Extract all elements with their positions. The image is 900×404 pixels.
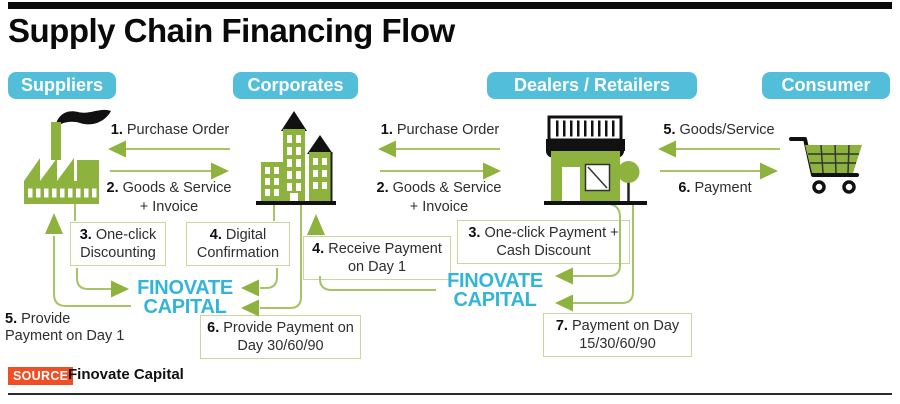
page-title: Supply Chain Financing Flow: [8, 12, 455, 49]
box-one-click-discounting: 3. One-click Discounting: [70, 222, 166, 266]
arrow-goods-service-1: [110, 162, 229, 180]
label-goods-service-2: 2. Goods & Service + Invoice: [376, 180, 502, 215]
label-purchase-order-1: 1. Purchase Order: [110, 122, 230, 138]
box-provide-payment-306090: 6. Provide Payment on Day 30/60/90: [200, 315, 361, 359]
store-icon: [544, 115, 647, 205]
bottom-rule: [8, 393, 892, 395]
box-receive-payment-day1: 4. Receive Payment on Day 1: [303, 236, 451, 280]
source-badge: SOURCE: [8, 367, 74, 385]
top-rule: [8, 2, 892, 9]
badge-corporates: Corporates: [233, 72, 358, 99]
label-goods-service-3: 5. Goods/Service: [663, 122, 775, 138]
box-digital-confirmation: 4. Digital Confirmation: [186, 222, 290, 266]
arrow-payment-3: [660, 162, 778, 180]
badge-dealers-retailers: Dealers / Retailers: [487, 72, 697, 99]
source-text: Finovate Capital: [68, 366, 184, 383]
box-one-click-payment: 3. One-click Payment + Cash Discount: [457, 220, 630, 264]
corporates-buildings-icon: [256, 111, 336, 205]
box-payment-15306090: 7. Payment on Day 15/30/60/90: [543, 313, 692, 357]
arrow-purchase-order-2: [378, 140, 500, 158]
badge-consumer: Consumer: [762, 72, 890, 99]
label-provide-payment-day1: 5. Provide Payment on Day 1: [5, 311, 125, 344]
label-payment-3: 6. Payment: [678, 180, 752, 196]
badge-suppliers: Suppliers: [8, 72, 116, 99]
arrow-goods-service-3: [658, 140, 780, 158]
arrow-goods-service-2: [380, 162, 501, 180]
shopping-cart-icon: [789, 137, 862, 194]
arrow-purchase-order-1: [108, 140, 230, 158]
label-goods-service-1: 2. Goods & Service + Invoice: [106, 180, 232, 215]
label-purchase-order-2: 1. Purchase Order: [380, 122, 500, 138]
